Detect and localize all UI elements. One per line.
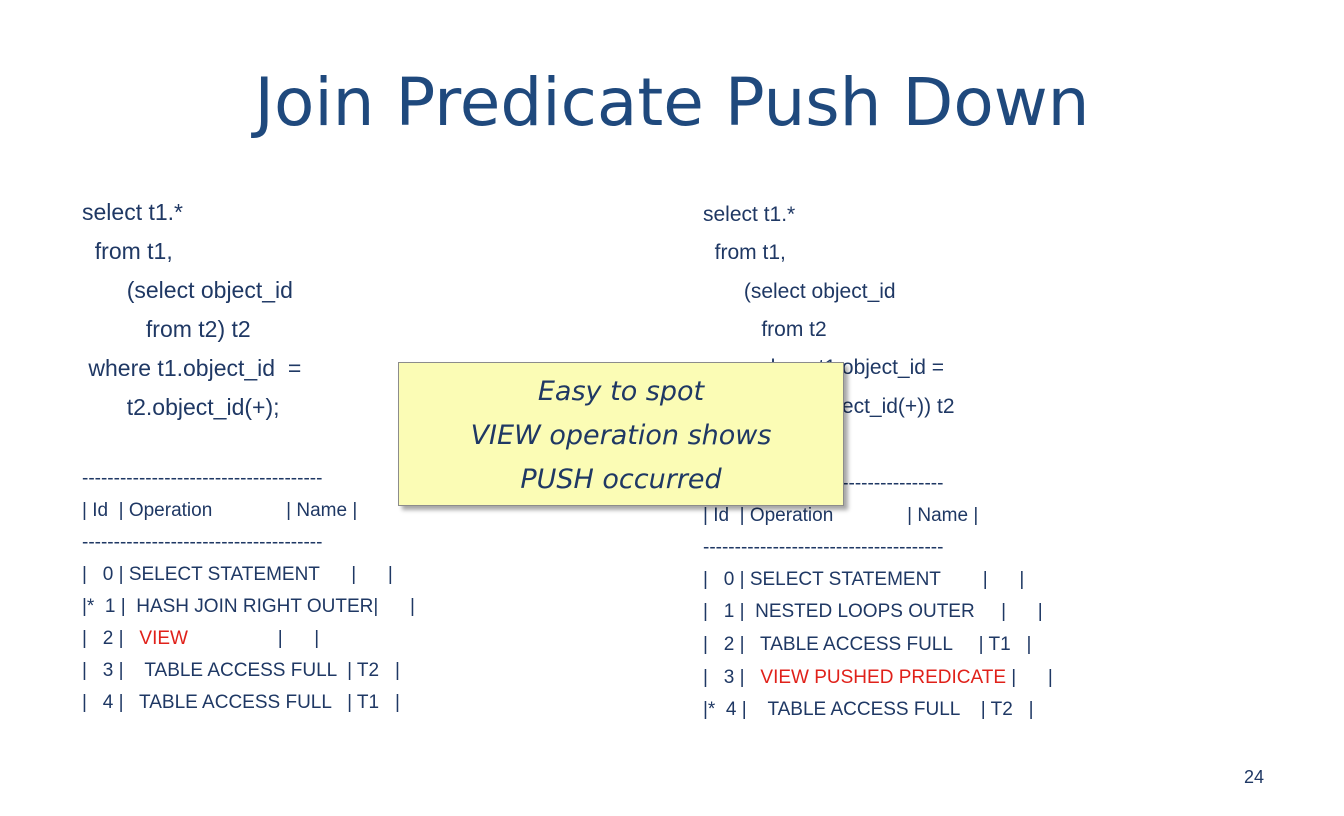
page-number: 24 xyxy=(1243,767,1264,787)
callout-box: Easy to spot VIEW operation shows PUSH o… xyxy=(398,362,844,506)
left-plan-line: | Id | Operation | Name | xyxy=(82,500,358,521)
right-plan-line: | 1 | NESTED LOOPS OUTER | | xyxy=(703,601,1043,622)
callout-line: PUSH occurred xyxy=(520,464,722,495)
view-pushed-predicate-highlight: VIEW PUSHED PREDICATE xyxy=(760,667,1007,688)
left-sql-line: from t2) t2 xyxy=(82,316,251,342)
left-plan-line: -------------------------------------- xyxy=(82,468,323,489)
right-plan-line: |* 4 | TABLE ACCESS FULL | T2 | xyxy=(703,699,1034,720)
right-sql-line: from t2 xyxy=(703,318,827,341)
left-plan-line: -------------------------------------- xyxy=(82,532,323,553)
callout-line: Easy to spot xyxy=(537,376,705,407)
left-sql-line: where t1.object_id = xyxy=(82,355,302,381)
right-plan-line: | Id | Operation | Name | xyxy=(703,505,979,526)
right-plan-line: | 0 | SELECT STATEMENT | | xyxy=(703,569,1025,590)
left-sql-line: (select object_id xyxy=(82,277,293,303)
left-plan-line: |* 1 | HASH JOIN RIGHT OUTER| | xyxy=(82,596,415,617)
left-sql-line: select t1.* xyxy=(82,199,183,225)
plan-prefix: | 3 | xyxy=(703,667,761,688)
right-plan-line: -------------------------------------- xyxy=(703,537,944,558)
right-plan-line-view-pushed: | 3 | VIEW PUSHED PREDICATE | | xyxy=(703,667,1053,689)
right-plan-line: | 2 | TABLE ACCESS FULL | T1 | xyxy=(703,634,1032,655)
left-sql-line: t2.object_id(+); xyxy=(82,394,280,420)
plan-suffix: | | xyxy=(187,628,320,649)
plan-prefix: | 2 | xyxy=(82,628,140,649)
left-plan-line: | 0 | SELECT STATEMENT | | xyxy=(82,564,393,585)
callout-line: VIEW operation shows xyxy=(470,420,772,451)
left-plan-line: | 4 | TABLE ACCESS FULL | T1 | xyxy=(82,692,400,713)
right-sql-line: from t1, xyxy=(703,241,786,264)
plan-suffix: | | xyxy=(1006,667,1053,688)
right-sql-line: select t1.* xyxy=(703,203,796,226)
view-operation-highlight: VIEW xyxy=(139,628,188,649)
left-sql-line: from t1, xyxy=(82,238,173,264)
left-plan-line-view: | 2 | VIEW | | xyxy=(82,628,319,650)
slide-title: Join Predicate Push Down xyxy=(254,64,1090,141)
right-sql-line: (select object_id xyxy=(703,280,896,303)
left-plan-line: | 3 | TABLE ACCESS FULL | T2 | xyxy=(82,660,400,681)
